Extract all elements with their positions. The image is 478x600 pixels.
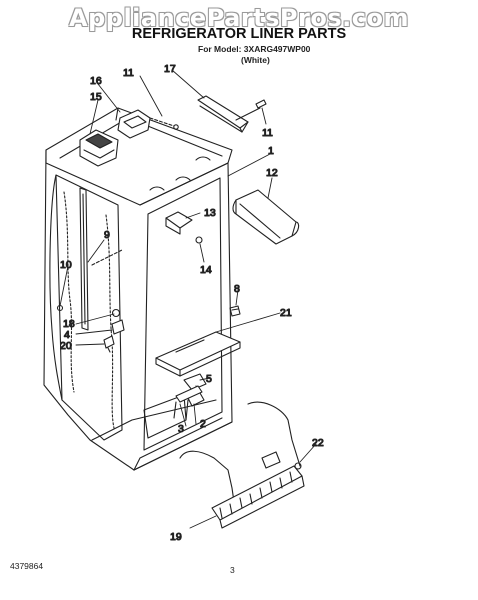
callout-10: 10 — [60, 259, 72, 271]
watermark-logo: AppliancePartsPros.com — [69, 4, 409, 32]
control-housing — [79, 109, 179, 167]
drain-assembly — [179, 401, 305, 529]
callout-17: 17 — [164, 63, 176, 75]
callout-12: 12 — [266, 167, 278, 179]
callout-2: 2 — [200, 418, 206, 430]
callout-14: 14 — [200, 264, 212, 276]
callout-16: 16 — [90, 75, 102, 87]
callout-21: 21 — [280, 307, 292, 319]
callout-22: 22 — [312, 437, 324, 449]
page-number: 3 — [230, 565, 235, 575]
callout-numbers: 1 2 3 4 5 8 9 10 11 11 12 13 14 15 16 17… — [59, 62, 324, 543]
page-title: REFRIGERATOR LINER PARTS — [131, 26, 347, 42]
callout-1: 1 — [268, 145, 274, 157]
callout-19: 19 — [170, 531, 182, 543]
callout-11-top: 11 — [123, 67, 134, 79]
callout-20: 20 — [60, 340, 72, 352]
shelf-support — [155, 331, 241, 377]
model-number: For Model: 3XARG497WP00 — [198, 44, 311, 54]
callout-8: 8 — [234, 283, 240, 295]
callout-9: 9 — [104, 229, 110, 241]
callout-18: 18 — [63, 318, 75, 330]
document-number: 4379864 — [10, 561, 44, 571]
duct-cover — [232, 189, 300, 245]
callout-15: 15 — [90, 91, 102, 103]
small-bracket — [165, 211, 203, 244]
callout-3: 3 — [178, 423, 184, 435]
callout-13: 13 — [204, 207, 216, 219]
light-parts — [56, 304, 125, 353]
callout-4: 4 — [64, 329, 70, 341]
top-bracket — [197, 95, 267, 133]
lower-brackets — [173, 373, 207, 421]
clip — [229, 305, 241, 317]
liner-shell — [43, 107, 233, 471]
callout-5: 5 — [206, 373, 212, 385]
leader-lines — [59, 69, 317, 529]
color-variant: (White) — [241, 55, 270, 65]
callout-11-right: 11 — [262, 127, 273, 139]
